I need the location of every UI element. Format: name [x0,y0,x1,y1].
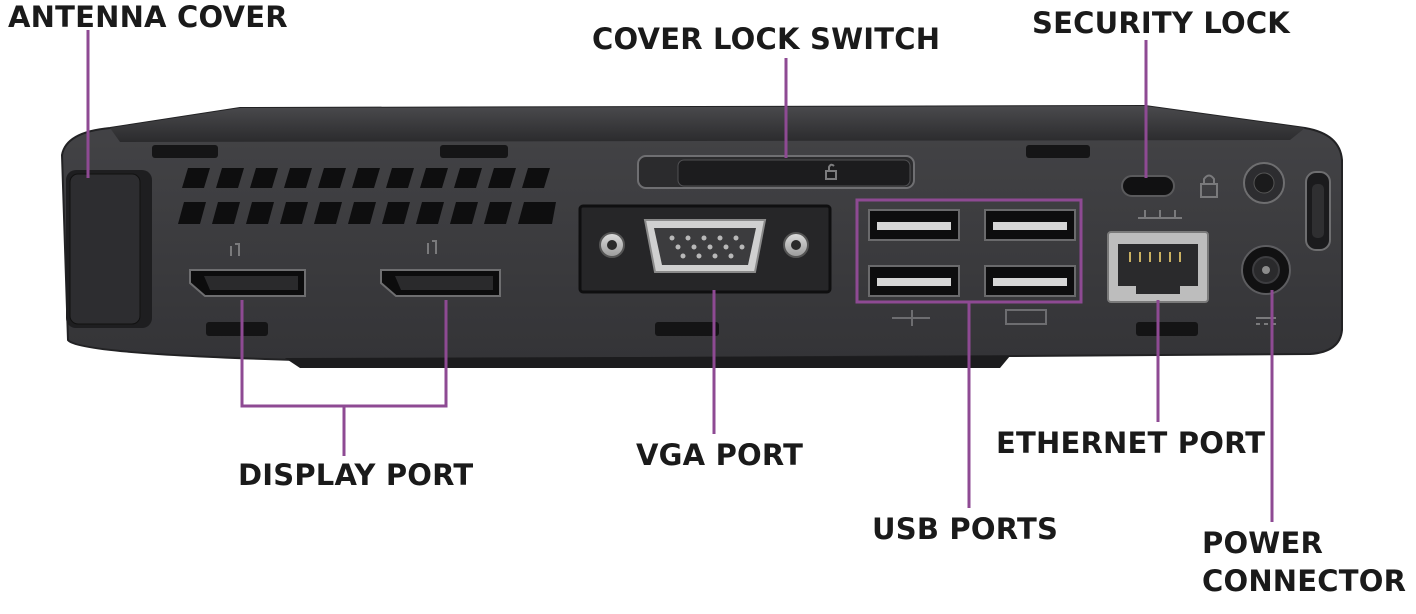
cover-lock-switch-label: COVER LOCK SWITCH [592,22,941,56]
power-connector-jack [1241,245,1291,325]
ethernet-connector [1107,210,1209,303]
security-lock-label: SECURITY LOCK [1032,6,1290,40]
vent-slot [152,145,218,158]
ethernet-port-label: ETHERNET PORT [996,426,1266,460]
antenna-cover-part [66,170,152,328]
display-port-label: DISPLAY PORT [238,458,474,492]
usb-symbol-icon [892,309,1047,326]
power-connector-label-line2: CONNECTOR [1202,564,1407,598]
security-lock-slot [1121,174,1218,198]
power-connector-label-line1: POWER [1202,526,1324,560]
power-connector-label: POWER CONNECTOR [1202,524,1406,600]
vent-grille [178,168,556,224]
vent-slot [440,145,508,158]
displayport-connector [189,269,306,297]
network-symbol-icon [1138,210,1182,219]
vga-connector [578,204,832,294]
usb-ports-label: USB PORTS [872,512,1059,546]
power-button [1243,162,1285,204]
displayport-symbol-icon [230,240,437,256]
usb-ports-highlight [855,198,1083,304]
vent-slot [1136,322,1198,336]
displayport-connector [380,269,501,297]
cover-lock-switch-part [637,155,915,189]
display-port-leader [240,300,448,456]
unlock-symbol-icon [825,163,837,180]
padlock-icon [1200,174,1218,198]
vent-slot [1026,145,1090,158]
side-latch [1305,171,1331,251]
vent-slot [206,322,268,336]
usb-port-group [868,209,1076,326]
vent-slot [655,322,719,336]
leader-lines [86,30,1274,522]
vga-port-label: VGA PORT [636,438,804,472]
antenna-cover-label: ANTENNA COVER [8,0,288,34]
dc-power-icon [1256,317,1276,325]
